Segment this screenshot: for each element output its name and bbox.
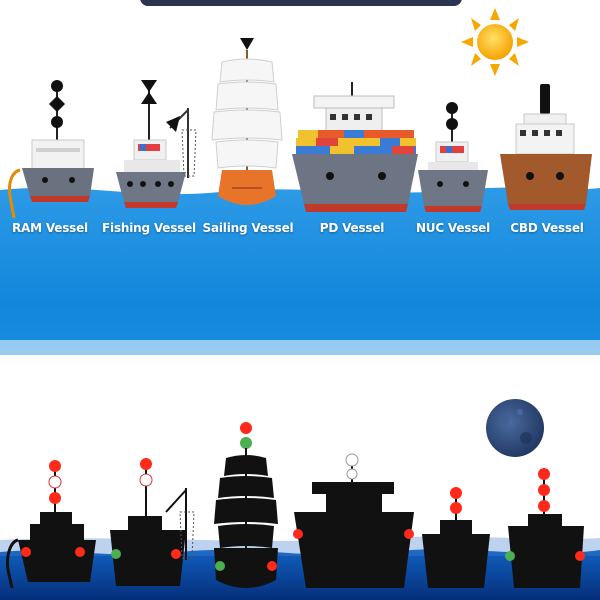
red-light: [450, 502, 462, 514]
white-light: [346, 468, 358, 480]
ram-vessel-day: [8, 80, 94, 219]
moon-icon: [486, 399, 544, 457]
red-light: [21, 547, 31, 557]
white-light: [48, 475, 62, 489]
fishing-vessel-night: [110, 458, 195, 586]
cone-up-shape: [141, 92, 157, 104]
sun-icon: [461, 8, 529, 76]
cbd-vessel-night: [505, 468, 585, 588]
white-light: [345, 453, 359, 467]
cbd-vessel-day: [500, 84, 592, 210]
ball-shape: [446, 102, 458, 114]
cylinder-shape: [540, 84, 550, 114]
ball-shape: [446, 118, 458, 130]
cone-down-shape: [141, 80, 157, 92]
ball-shape: [51, 80, 63, 92]
ram-vessel-night: [6, 460, 96, 589]
red-light: [140, 458, 152, 470]
red-light: [404, 529, 414, 539]
fishing-vessel-label: Fishing Vessel: [102, 221, 196, 235]
fishing-vessel-day: [116, 80, 197, 208]
sailing-vessel-day: [211, 38, 283, 205]
red-light: [538, 468, 550, 480]
green-light: [240, 437, 252, 449]
green-light: [215, 561, 225, 571]
diamond-shape: [49, 96, 65, 112]
pd-vessel-label: PD Vessel: [319, 221, 385, 235]
nuc-vessel-night: [422, 487, 490, 588]
day-sea: [0, 187, 600, 355]
red-light: [293, 529, 303, 539]
cbd-vessel-label: CBD Vessel: [510, 221, 584, 235]
red-light: [538, 484, 550, 496]
top-bar: [140, 0, 462, 6]
red-light: [267, 561, 277, 571]
ram-vessel-label: RAM Vessel: [12, 221, 88, 235]
white-light: [139, 473, 153, 487]
red-light: [538, 500, 550, 512]
red-light: [49, 460, 61, 472]
ball-shape: [51, 116, 63, 128]
red-light: [450, 487, 462, 499]
green-light: [505, 551, 515, 561]
pd-vessel-day: [292, 82, 418, 212]
nuc-vessel-day: [418, 102, 488, 212]
cone-down-shape: [240, 38, 254, 50]
red-light: [575, 551, 585, 561]
red-light: [49, 492, 61, 504]
green-light: [111, 549, 121, 559]
red-light: [171, 549, 181, 559]
sailing-vessel-night: [214, 422, 278, 588]
red-light: [240, 422, 252, 434]
pd-vessel-night: [293, 453, 414, 588]
red-light: [75, 547, 85, 557]
sailing-vessel-label: Sailing Vessel: [202, 221, 294, 235]
nuc-vessel-label: NUC Vessel: [415, 221, 491, 235]
